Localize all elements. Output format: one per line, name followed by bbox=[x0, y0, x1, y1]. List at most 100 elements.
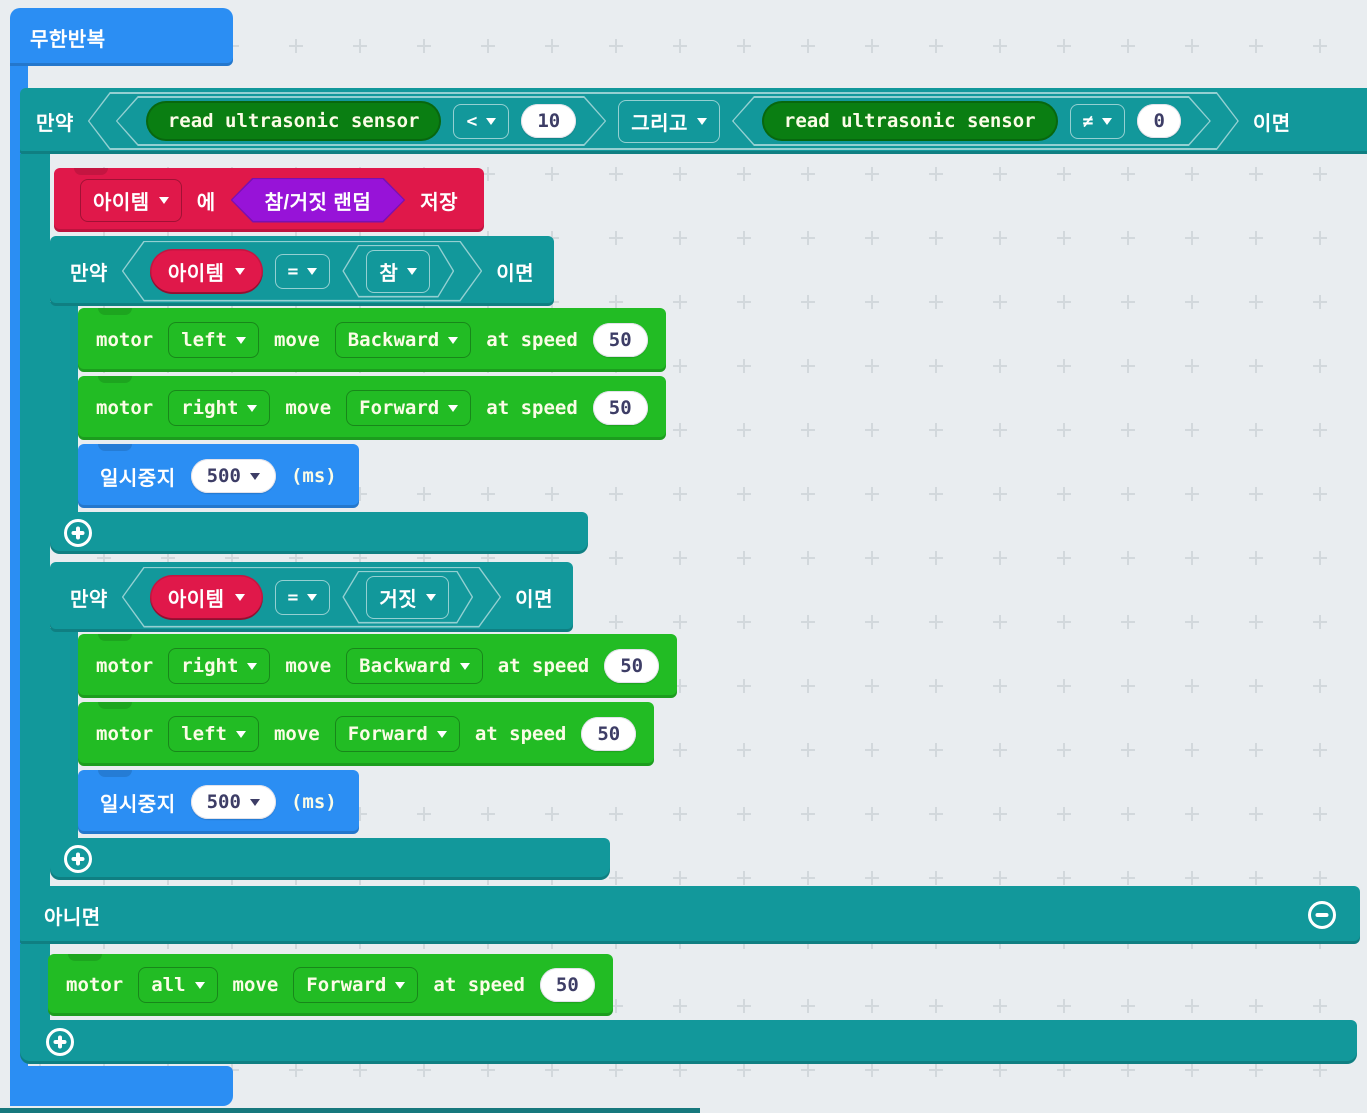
collapse-else-icon[interactable] bbox=[1308, 901, 1336, 929]
forever-loop-header[interactable]: 무한반복 bbox=[10, 8, 233, 66]
expand-else-icon[interactable] bbox=[64, 845, 92, 873]
if-label: 만약 bbox=[70, 262, 108, 285]
chevron-down-icon bbox=[486, 117, 497, 125]
pause-block[interactable]: 일시중지 500 (ms) bbox=[78, 770, 359, 834]
motor-side: right bbox=[181, 397, 239, 419]
operator-value: = bbox=[287, 260, 299, 282]
motor-side-dropdown[interactable]: left bbox=[168, 322, 259, 358]
move-keyword: move bbox=[285, 655, 332, 677]
chevron-down-icon bbox=[194, 981, 205, 989]
comparison-operator-dropdown[interactable]: < bbox=[453, 103, 510, 139]
motor-block[interactable]: motor left move Forward at speed 50 bbox=[78, 702, 655, 766]
motor-side: left bbox=[181, 329, 227, 351]
and-operator-dropdown[interactable]: 그리고 bbox=[618, 99, 720, 143]
pause-block[interactable]: 일시중지 500 (ms) bbox=[78, 444, 359, 508]
expand-else-icon[interactable] bbox=[64, 519, 92, 547]
variable-name: 아이템 bbox=[167, 262, 225, 285]
inner-if-true-footer[interactable] bbox=[50, 512, 588, 554]
equals-operator-dropdown[interactable]: = bbox=[274, 579, 331, 615]
motor-side-dropdown[interactable]: right bbox=[168, 648, 271, 684]
comparison-operator-dropdown[interactable]: ≠ bbox=[1069, 103, 1126, 139]
chevron-down-icon bbox=[249, 472, 260, 480]
variable-pill-dropdown[interactable]: 아이템 bbox=[149, 248, 263, 294]
motor-block[interactable]: motor right move Forward at speed 50 bbox=[78, 376, 666, 440]
read-ultrasonic-sensor-block[interactable]: read ultrasonic sensor bbox=[761, 101, 1058, 141]
outer-if-footer[interactable] bbox=[20, 1020, 1357, 1064]
pause-duration-dropdown[interactable]: 500 bbox=[190, 459, 276, 493]
comparison-block-left[interactable]: read ultrasonic sensor < 10 bbox=[116, 96, 606, 146]
chevron-down-icon bbox=[235, 336, 246, 344]
set-variable-block[interactable]: 아이템 에 참/거짓 랜덤 저장 bbox=[54, 168, 485, 232]
pause-duration-dropdown[interactable]: 500 bbox=[190, 785, 276, 819]
if-label: 만약 bbox=[36, 112, 74, 135]
if-label: 만약 bbox=[70, 588, 108, 611]
comparison-block-right[interactable]: read ultrasonic sensor ≠ 0 bbox=[732, 96, 1211, 146]
move-keyword: move bbox=[232, 974, 279, 996]
variable-pill-dropdown[interactable]: 아이템 bbox=[149, 574, 263, 620]
motor-keyword: motor bbox=[66, 974, 124, 996]
motor-side-dropdown[interactable]: right bbox=[168, 390, 271, 426]
motor-side: left bbox=[181, 723, 227, 745]
equals-operator-dropdown[interactable]: = bbox=[274, 253, 331, 289]
sensor-label: read ultrasonic sensor bbox=[167, 110, 420, 132]
equals-comparison-block[interactable]: 아이템 = 참 bbox=[122, 241, 482, 302]
boolean-value: 참 bbox=[379, 262, 399, 285]
motor-direction-dropdown[interactable]: Forward bbox=[293, 967, 419, 1003]
random-true-false-block[interactable]: 참/거짓 랜덤 bbox=[231, 178, 406, 223]
pause-label: 일시중지 bbox=[100, 793, 176, 816]
outer-else-left-spine bbox=[20, 944, 50, 1022]
motor-direction-dropdown[interactable]: Forward bbox=[346, 390, 472, 426]
motor-direction: Backward bbox=[359, 655, 451, 677]
chevron-down-icon bbox=[395, 981, 406, 989]
boolean-hex[interactable]: 거짓 bbox=[342, 571, 473, 624]
speed-input[interactable]: 50 bbox=[604, 649, 660, 683]
outer-else-row[interactable]: 아니면 bbox=[20, 886, 1360, 944]
ms-unit-label: (ms) bbox=[290, 791, 337, 813]
chevron-down-icon bbox=[158, 196, 169, 204]
chevron-down-icon bbox=[307, 267, 318, 275]
inner-if-false-header[interactable]: 만약 아이템 = 거짓 이면 bbox=[50, 562, 573, 632]
boolean-hex[interactable]: 참 bbox=[342, 245, 454, 298]
motor-direction: Forward bbox=[359, 397, 440, 419]
expand-else-icon[interactable] bbox=[46, 1028, 74, 1056]
motor-block[interactable]: motor right move Backward at speed 50 bbox=[78, 634, 678, 698]
chevron-down-icon bbox=[247, 662, 258, 670]
motor-side-dropdown[interactable]: all bbox=[138, 967, 218, 1003]
inner-if-false-footer[interactable] bbox=[50, 838, 610, 880]
motor-block[interactable]: motor left move Backward at speed 50 bbox=[78, 308, 666, 372]
boolean-value: 거짓 bbox=[379, 588, 418, 611]
motor-side-dropdown[interactable]: left bbox=[168, 716, 259, 752]
speed-value: 50 bbox=[555, 974, 579, 996]
speed-input[interactable]: 50 bbox=[592, 391, 648, 425]
number-input[interactable]: 10 bbox=[521, 104, 577, 138]
boolean-dropdown[interactable]: 거짓 bbox=[366, 575, 450, 619]
pause-value: 500 bbox=[206, 791, 241, 813]
motor-keyword: motor bbox=[96, 329, 154, 351]
speed-value: 50 bbox=[597, 723, 621, 745]
motor-direction-dropdown[interactable]: Backward bbox=[334, 322, 472, 358]
motor-direction-dropdown[interactable]: Forward bbox=[334, 716, 460, 752]
chevron-down-icon bbox=[426, 593, 437, 601]
boolean-dropdown[interactable]: 참 bbox=[366, 249, 431, 293]
forever-label: 무한반복 bbox=[30, 28, 106, 51]
outer-if-condition-row[interactable]: 만약 read ultrasonic sensor < 10 그리고 bbox=[20, 88, 1367, 154]
and-block[interactable]: read ultrasonic sensor < 10 그리고 read ult… bbox=[88, 92, 1239, 150]
motor-block[interactable]: motor all move Forward at speed 50 bbox=[48, 954, 613, 1016]
read-ultrasonic-sensor-block[interactable]: read ultrasonic sensor bbox=[145, 101, 442, 141]
number-input[interactable]: 0 bbox=[1137, 104, 1181, 138]
variable-name: 아이템 bbox=[167, 588, 225, 611]
inner-if-true-header[interactable]: 만약 아이템 = 참 이면 bbox=[50, 236, 555, 306]
speed-input[interactable]: 50 bbox=[539, 968, 595, 1002]
at-speed-keyword: at speed bbox=[433, 974, 525, 996]
speed-input[interactable]: 50 bbox=[592, 323, 648, 357]
chevron-down-icon bbox=[234, 593, 245, 601]
equals-comparison-block[interactable]: 아이템 = 거짓 bbox=[122, 567, 501, 628]
at-speed-keyword: at speed bbox=[486, 397, 578, 419]
speed-input[interactable]: 50 bbox=[581, 717, 637, 751]
ms-unit-label: (ms) bbox=[290, 465, 337, 487]
variable-dropdown[interactable]: 아이템 bbox=[80, 178, 182, 222]
forever-loop-footer[interactable] bbox=[10, 1066, 233, 1106]
motor-direction-dropdown[interactable]: Backward bbox=[346, 648, 483, 684]
motor-side: right bbox=[181, 655, 239, 677]
